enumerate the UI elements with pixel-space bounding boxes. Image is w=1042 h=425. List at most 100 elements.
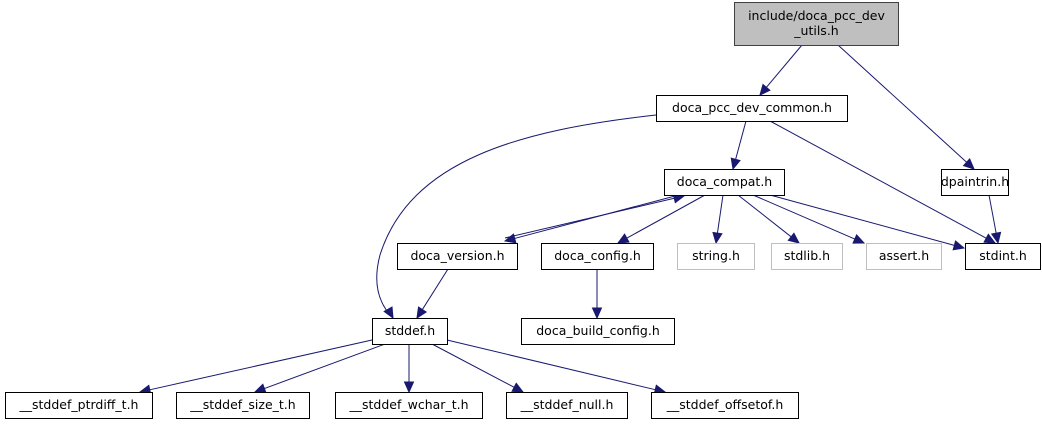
node-box <box>372 318 448 345</box>
node-label: doca_pcc_dev_common.h <box>672 100 832 115</box>
edges-layer <box>138 44 1002 395</box>
edge-line <box>264 343 386 390</box>
edge-stddef-to-null-arrowhead <box>511 382 525 393</box>
node-box <box>734 2 899 46</box>
edge-line <box>769 120 987 239</box>
node-label: dpaintrin.h <box>941 174 1009 189</box>
edge-line <box>735 120 747 160</box>
node-box <box>506 392 628 419</box>
edge-compat-to-config <box>616 194 706 244</box>
node-label: doca_version.h <box>410 248 504 263</box>
edge-compat-to-assert-arrowhead <box>852 233 866 244</box>
edge-line <box>626 194 706 239</box>
node-label: doca_compat.h <box>677 174 772 189</box>
node-assert: assert.h <box>866 243 942 270</box>
edge-common-to-stdint-arrowhead <box>983 233 997 244</box>
node-label: __stddef_ptrdiff_t.h <box>19 397 139 412</box>
node-compat[interactable]: doca_compat.h <box>664 169 785 196</box>
node-label: doca_build_config.h <box>536 323 660 338</box>
node-box <box>176 392 310 419</box>
edge-root-to-dpaintrin-arrowhead <box>962 158 975 170</box>
edge-line <box>988 194 997 234</box>
node-stdint[interactable]: stdint.h <box>965 243 1041 270</box>
edge-stddef-to-wchar-arrowhead <box>403 381 415 394</box>
node-ptrdiff[interactable]: __stddef_ptrdiff_t.h <box>5 392 153 419</box>
edge-stddef-to-offsetof <box>446 339 667 395</box>
node-box <box>5 392 153 419</box>
node-label: __stddef_size_t.h <box>189 397 295 412</box>
edge-stddef-to-ptrdiff <box>138 339 373 395</box>
node-string: string.h <box>677 243 755 270</box>
edge-common-to-compat <box>730 120 747 171</box>
edge-compat-to-stdlib-arrowhead <box>787 232 800 244</box>
node-config[interactable]: doca_config.h <box>541 243 654 270</box>
edge-compat-to-string <box>712 194 724 245</box>
node-box <box>677 243 755 270</box>
edge-line <box>716 194 724 234</box>
edge-line <box>737 194 792 238</box>
node-label: stdlib.h <box>784 248 830 263</box>
edge-compat-to-config-arrowhead <box>616 233 630 244</box>
node-dpaintrin[interactable]: dpaintrin.h <box>941 169 1009 196</box>
edge-compat-to-stdlib <box>737 194 800 244</box>
edge-line <box>837 44 967 163</box>
edge-dpaintrin-to-stdint <box>988 194 1002 245</box>
edge-compat-to-version <box>503 195 676 244</box>
edge-line <box>766 44 803 88</box>
node-box <box>866 243 942 270</box>
edge-line <box>446 339 656 391</box>
edge-root-to-common <box>759 44 803 96</box>
edge-common-to-stddef-arrowhead <box>383 306 394 320</box>
node-root[interactable]: include/doca_pcc_dev_utils.h <box>734 2 899 46</box>
node-null[interactable]: __stddef_null.h <box>506 392 628 419</box>
edge-compat-to-string-arrowhead <box>712 231 723 245</box>
edge-stddef-to-size_t-arrowhead <box>253 383 267 394</box>
edge-line <box>421 268 449 310</box>
node-version[interactable]: doca_version.h <box>397 243 518 270</box>
edge-version-to-stddef <box>416 268 449 320</box>
node-offsetof[interactable]: __stddef_offsetof.h <box>651 392 799 419</box>
node-box <box>664 169 785 196</box>
edge-dpaintrin-to-stdint-arrowhead <box>990 231 1002 245</box>
edge-line <box>431 343 515 388</box>
node-box <box>541 243 654 270</box>
node-box <box>397 243 518 270</box>
node-box <box>651 392 799 419</box>
node-label: _utils.h <box>793 23 838 38</box>
node-label: __stddef_offsetof.h <box>666 397 784 412</box>
node-label: __stddef_wchar_t.h <box>349 397 469 412</box>
node-common[interactable]: doca_pcc_dev_common.h <box>656 95 848 122</box>
node-label: assert.h <box>879 248 929 263</box>
edge-config-to-build_config-arrowhead <box>591 307 603 320</box>
node-label: include/doca_pcc_dev <box>748 8 885 23</box>
node-stdlib: stdlib.h <box>771 243 843 270</box>
edge-stddef-to-null <box>431 343 525 393</box>
node-size-t[interactable]: __stddef_size_t.h <box>176 392 310 419</box>
node-build-config[interactable]: doca_build_config.h <box>521 318 675 345</box>
node-box <box>771 243 843 270</box>
node-label: doca_config.h <box>554 248 641 263</box>
node-box <box>656 95 848 122</box>
edge-common-to-stdint <box>769 120 997 244</box>
node-label: string.h <box>692 248 740 263</box>
edge-line <box>149 339 373 391</box>
edge-version-to-compat <box>504 193 686 239</box>
nodes-layer: include/doca_pcc_dev_utils.h doca_pcc_dev… <box>5 2 1041 419</box>
edge-stddef-to-size_t <box>253 343 386 394</box>
node-stddef[interactable]: stddef.h <box>372 318 448 345</box>
node-box <box>941 169 1009 196</box>
node-label: __stddef_null.h <box>520 397 614 412</box>
edge-compat-to-stdint <box>769 194 966 251</box>
node-box <box>965 243 1041 270</box>
node-wchar[interactable]: __stddef_wchar_t.h <box>335 392 483 419</box>
edge-line <box>504 197 675 239</box>
edge-common-to-compat-arrowhead <box>730 157 741 171</box>
edge-common-to-stddef <box>376 114 657 320</box>
edge-root-to-dpaintrin <box>837 44 975 170</box>
node-box <box>521 318 675 345</box>
node-label: stdint.h <box>979 248 1027 263</box>
node-box <box>335 392 483 419</box>
edge-line <box>376 114 657 319</box>
edge-version-to-stddef-arrowhead <box>416 306 428 320</box>
